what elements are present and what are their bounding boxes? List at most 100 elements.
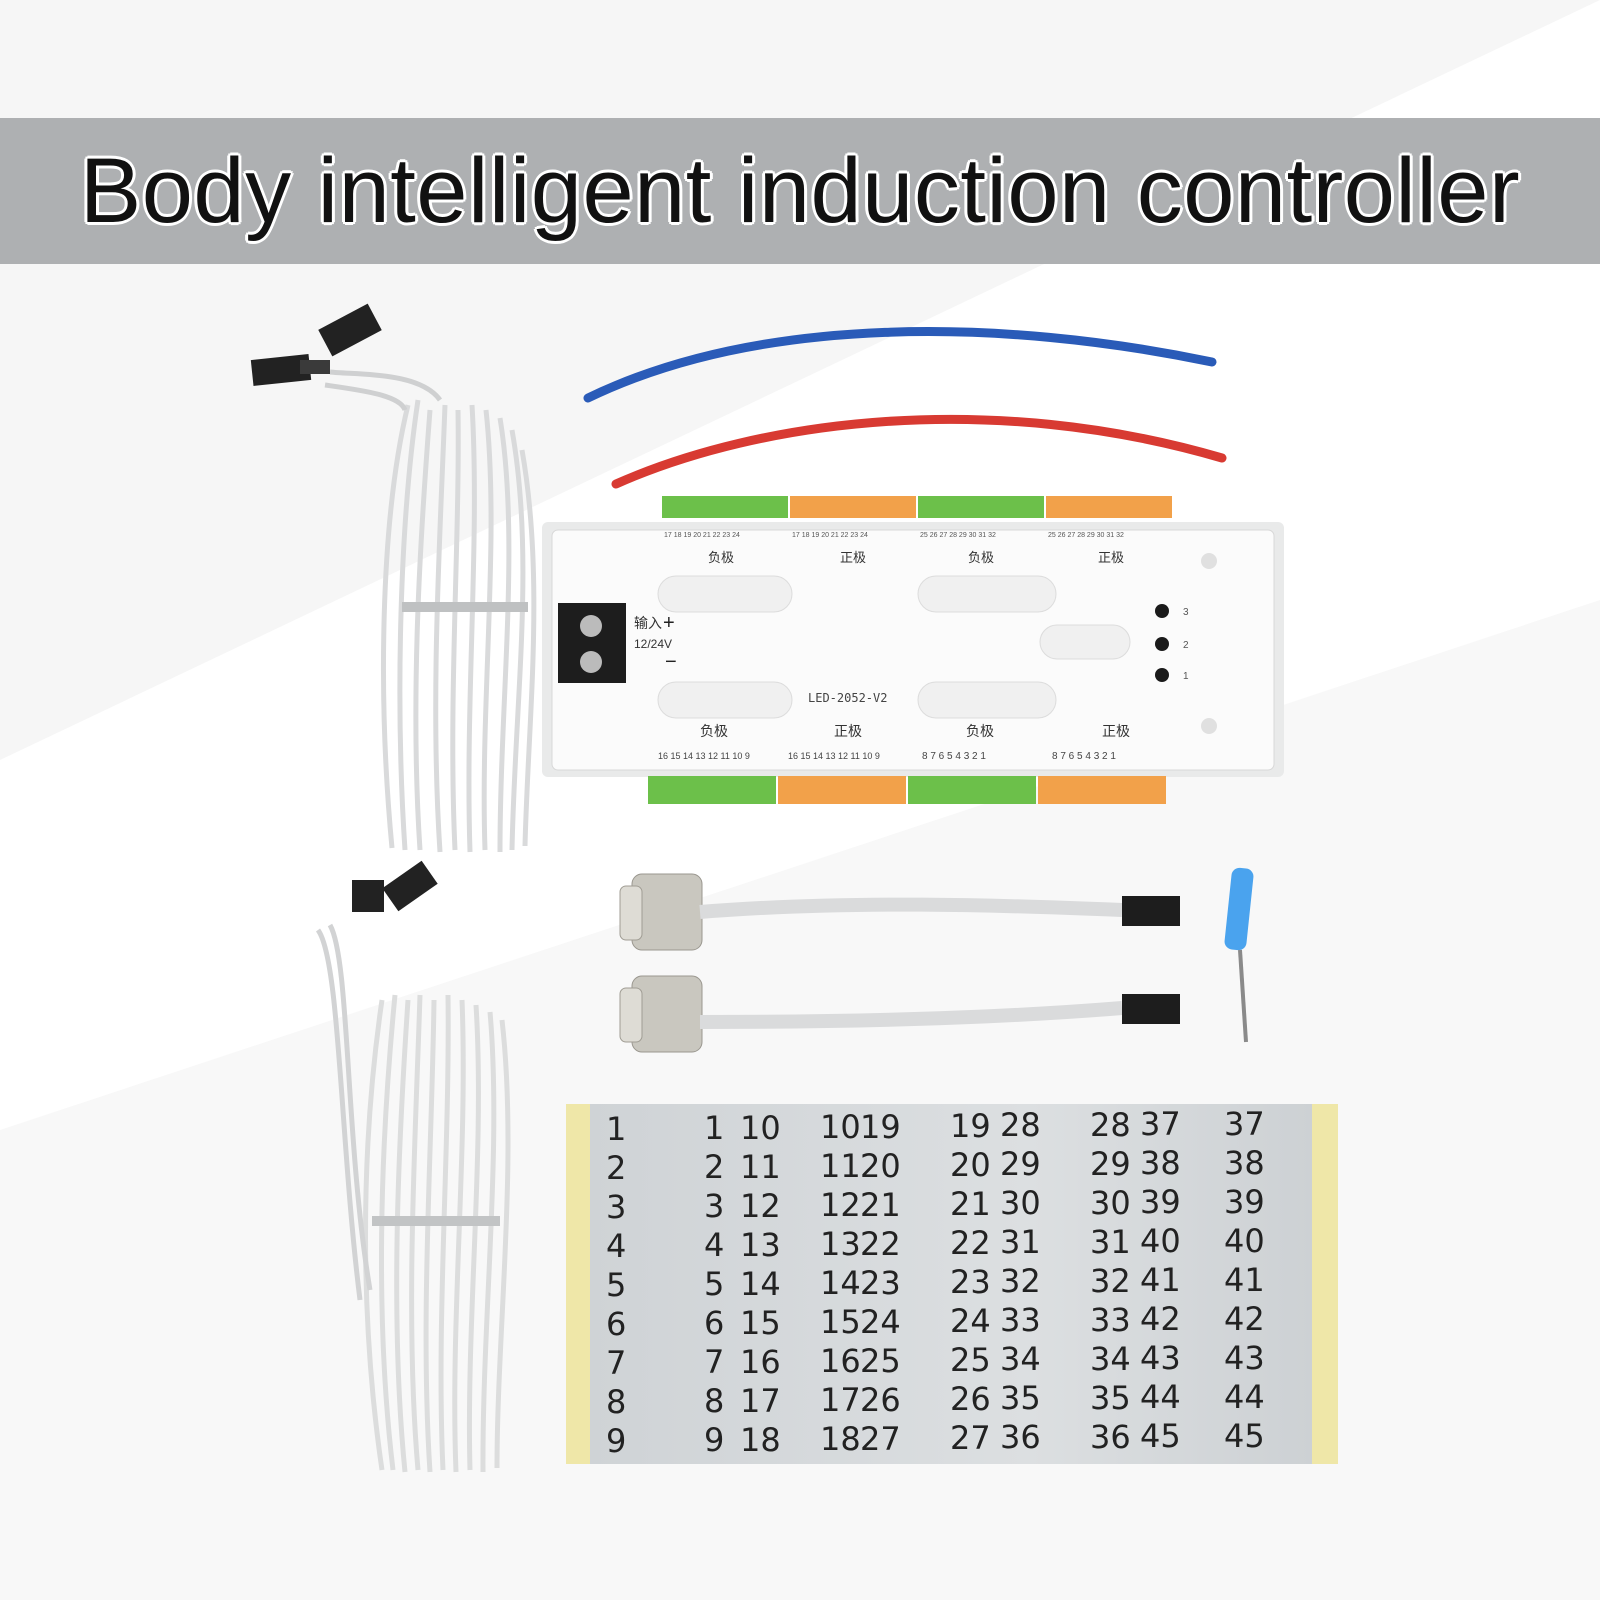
label-number: 36 bbox=[1090, 1417, 1131, 1456]
label-number: 20 bbox=[860, 1146, 901, 1185]
label-number: 36 bbox=[1000, 1418, 1041, 1457]
label-number: 22 bbox=[860, 1224, 901, 1263]
label-number: 23 bbox=[950, 1263, 991, 1301]
label-number: 3 bbox=[704, 1187, 725, 1226]
label-number: 11 bbox=[820, 1147, 861, 1186]
label-number: 30 bbox=[1000, 1184, 1041, 1223]
indicator-led bbox=[1155, 604, 1169, 618]
label-number: 21 bbox=[950, 1185, 991, 1223]
led-number-2: 2 bbox=[1183, 640, 1189, 651]
label-number: 37 bbox=[1140, 1105, 1181, 1144]
input-label: 输入 bbox=[634, 615, 662, 631]
group-label-bottom-4: 正极 bbox=[1102, 723, 1130, 739]
top-cable-coil bbox=[324, 369, 537, 853]
terminal-numbers-top-1: 17 18 19 20 21 22 23 24 bbox=[664, 532, 740, 539]
label-number: 22 bbox=[950, 1224, 991, 1262]
label-number: 32 bbox=[1090, 1261, 1131, 1300]
label-number: 17 bbox=[740, 1381, 781, 1420]
group-label-bottom-2: 正极 bbox=[834, 723, 862, 739]
cable-tie bbox=[402, 602, 528, 612]
blue-wire bbox=[583, 327, 1217, 403]
label-number: 33 bbox=[1000, 1301, 1041, 1340]
label-number: 17 bbox=[820, 1381, 861, 1420]
label-number: 44 bbox=[1140, 1378, 1181, 1417]
label-number: 6 bbox=[704, 1304, 725, 1343]
label-number: 24 bbox=[950, 1302, 991, 1340]
label-number: 6 bbox=[606, 1305, 627, 1343]
bottom-cable-coil bbox=[315, 923, 511, 1473]
label-number: 45 bbox=[1140, 1417, 1181, 1456]
label-number: 40 bbox=[1224, 1221, 1265, 1260]
group-label-top-4: 正极 bbox=[1098, 550, 1124, 565]
label-number: 31 bbox=[1000, 1223, 1041, 1262]
label-number: 35 bbox=[1000, 1379, 1041, 1418]
label-number: 37 bbox=[1224, 1104, 1265, 1143]
label-number: 8 bbox=[606, 1383, 627, 1421]
label-number: 11 bbox=[740, 1147, 781, 1186]
terminal-numbers-top-4: 25 26 27 28 29 30 31 32 bbox=[1048, 532, 1124, 539]
label-number: 13 bbox=[740, 1225, 781, 1264]
label-number: 38 bbox=[1224, 1143, 1265, 1182]
proximity-sensor bbox=[619, 873, 1180, 951]
label-number: 14 bbox=[820, 1264, 861, 1303]
label-number: 12 bbox=[820, 1186, 861, 1225]
proximity-sensor bbox=[619, 975, 1180, 1053]
label-number: 16 bbox=[820, 1342, 861, 1381]
controller-model: LED-2052-V2 bbox=[808, 691, 887, 705]
label-number: 42 bbox=[1140, 1300, 1181, 1339]
label-number: 10 bbox=[740, 1108, 781, 1147]
label-number: 19 bbox=[860, 1107, 901, 1146]
label-number: 1 bbox=[606, 1110, 627, 1148]
label-number: 23 bbox=[860, 1263, 901, 1302]
label-number: 42 bbox=[1224, 1299, 1265, 1338]
terminal-numbers-bottom-1: 16 15 14 13 12 11 10 9 bbox=[658, 751, 750, 761]
terminal-numbers-top-3: 25 26 27 28 29 30 31 32 bbox=[920, 532, 996, 539]
label-number: 1 bbox=[704, 1109, 725, 1148]
label-number: 8 bbox=[704, 1382, 725, 1421]
label-number: 25 bbox=[950, 1341, 991, 1379]
label-number: 28 bbox=[1000, 1106, 1041, 1145]
label-number: 43 bbox=[1224, 1338, 1265, 1377]
screwdriver bbox=[1224, 867, 1254, 1043]
label-number: 7 bbox=[606, 1344, 627, 1382]
label-number: 35 bbox=[1090, 1378, 1131, 1417]
title-banner: Body intelligent induction controller bbox=[0, 118, 1600, 264]
label-number: 29 bbox=[1090, 1144, 1131, 1183]
label-number: 26 bbox=[860, 1380, 901, 1419]
label-number: 15 bbox=[820, 1303, 861, 1342]
label-number: 27 bbox=[860, 1419, 901, 1458]
label-number: 40 bbox=[1140, 1222, 1181, 1261]
label-number: 31 bbox=[1090, 1222, 1131, 1261]
terminal-numbers-bottom-2: 16 15 14 13 12 11 10 9 bbox=[788, 751, 880, 761]
terminal-numbers-top-2: 17 18 19 20 21 22 23 24 bbox=[792, 532, 868, 539]
label-number: 43 bbox=[1140, 1339, 1181, 1378]
terminal-numbers-bottom-4: 8 7 6 5 4 3 2 1 bbox=[1052, 751, 1116, 762]
led-number-3: 3 bbox=[1183, 607, 1189, 618]
label-number: 19 bbox=[950, 1107, 991, 1145]
label-number: 34 bbox=[1090, 1339, 1131, 1378]
label-number: 41 bbox=[1140, 1261, 1181, 1300]
label-number: 15 bbox=[740, 1303, 781, 1342]
label-number: 9 bbox=[606, 1422, 627, 1460]
group-label-top-1: 负极 bbox=[708, 550, 734, 565]
label-number: 44 bbox=[1224, 1377, 1265, 1416]
label-number: 13 bbox=[820, 1225, 861, 1264]
label-number: 24 bbox=[860, 1302, 901, 1341]
page-title: Body intelligent induction controller bbox=[79, 140, 1521, 242]
led-number-1: 1 bbox=[1183, 671, 1189, 682]
bottom-connector-group bbox=[352, 860, 438, 912]
controller-body bbox=[542, 496, 1284, 804]
top-connector-group bbox=[250, 303, 382, 386]
label-number: 5 bbox=[606, 1266, 627, 1304]
group-label-top-2: 正极 bbox=[840, 550, 866, 565]
group-label-bottom-3: 负极 bbox=[966, 723, 994, 739]
label-number: 3 bbox=[606, 1188, 627, 1226]
label-number: 26 bbox=[950, 1380, 991, 1418]
label-number: 18 bbox=[740, 1420, 781, 1459]
label-number: 7 bbox=[704, 1343, 725, 1382]
terminal-numbers-bottom-3: 8 7 6 5 4 3 2 1 bbox=[922, 751, 986, 762]
label-number: 20 bbox=[950, 1146, 991, 1184]
